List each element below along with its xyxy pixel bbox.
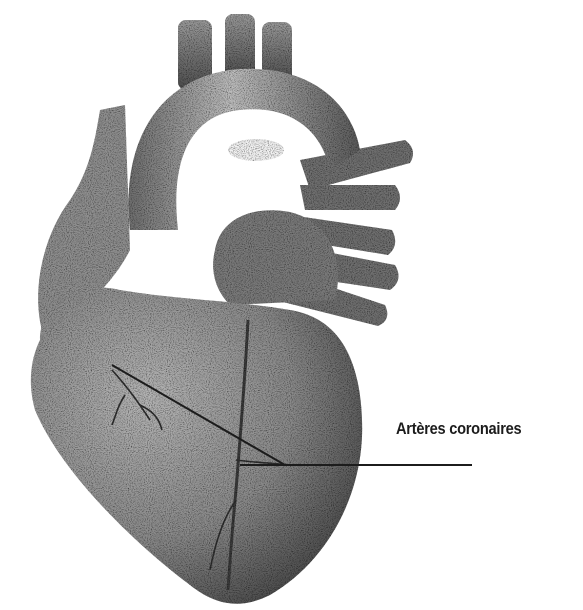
coronary-arteries-label: Artères coronaires — [396, 419, 521, 439]
ventricles — [31, 287, 362, 603]
